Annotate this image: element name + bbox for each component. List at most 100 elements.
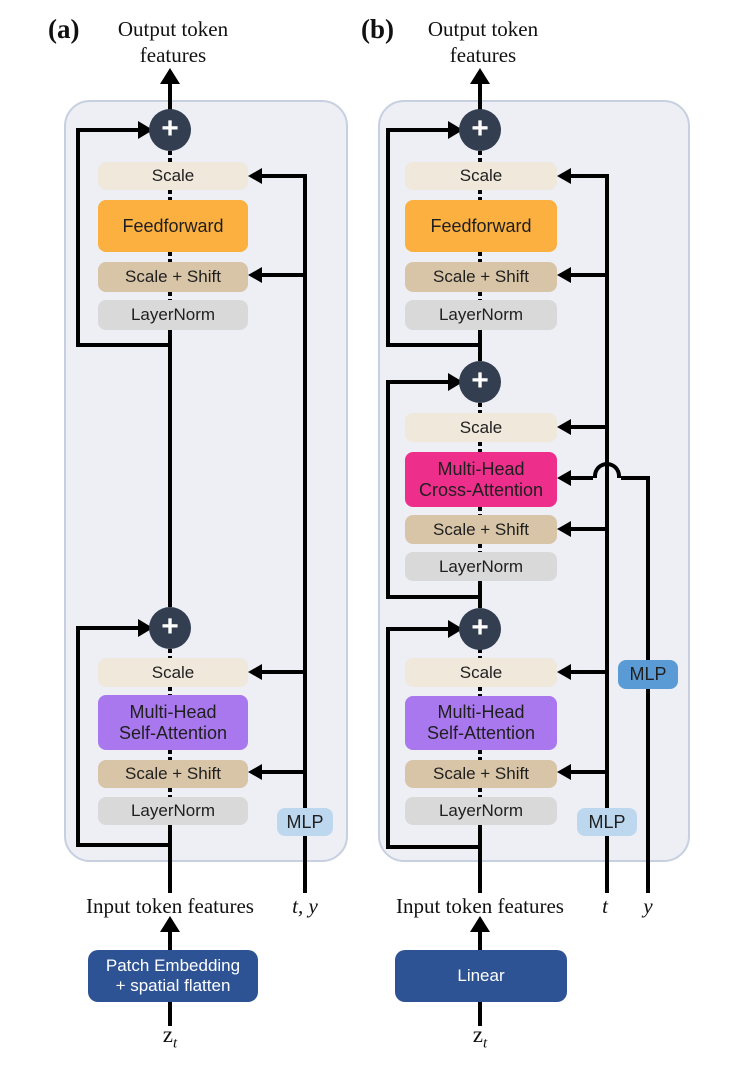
scale-shift-box: Scale + Shift [98, 262, 248, 292]
self-attention-box: Multi-Head Self-Attention [98, 695, 248, 750]
line-residual-mid-b-elbow [386, 595, 482, 599]
panel-b-input-label: Input token features [396, 894, 564, 918]
line-cond-a-branch3 [260, 770, 305, 774]
line-residual-bottom-b-elbow [386, 845, 482, 849]
linear-box: Linear [395, 950, 567, 1002]
line-residual-bottom-a [76, 626, 80, 847]
z-sub: t [483, 1035, 488, 1052]
scale-shift-box: Scale + Shift [405, 515, 557, 544]
layernorm-box: LayerNorm [405, 797, 557, 825]
panel-a-zt-label: zt [130, 1022, 210, 1057]
cond-arrow-icon [557, 168, 571, 184]
self-attn-line1: Multi-Head [129, 701, 217, 722]
connector-dashed [168, 750, 172, 760]
cross-attention-box: Multi-Head Cross-Attention [405, 452, 557, 507]
scale-shift-box: Scale + Shift [405, 760, 557, 788]
line-input-a [168, 931, 172, 950]
connector-dashed [478, 190, 482, 200]
panel-b-y-label: y [643, 894, 653, 918]
connector-dashed [168, 292, 172, 300]
line-input-b [478, 931, 482, 950]
line-output-b [478, 83, 482, 110]
line-t-branch-b [571, 527, 607, 531]
cond-arrow-icon [557, 764, 571, 780]
output-label-line2: features [139, 43, 207, 67]
line-residual-bottom-b [386, 627, 390, 849]
panel-a-cond-label: t, y [292, 894, 318, 918]
connector-dashed [478, 292, 482, 300]
layernorm-box: LayerNorm [405, 300, 557, 330]
scale-box: Scale [98, 658, 248, 687]
line-output-a [168, 83, 172, 110]
connector-dashed [478, 788, 482, 797]
output-arrow-icon [160, 68, 180, 84]
line-residual-mid-b [386, 380, 390, 599]
layernorm-box: LayerNorm [405, 552, 557, 581]
cross-attn-line2: Cross-Attention [418, 479, 544, 500]
panel-b-output-label: Output token features [393, 16, 573, 68]
patch-embedding-box: Patch Embedding + spatial flatten [88, 950, 258, 1002]
line-residual-top-b [386, 128, 390, 347]
connector-dashed [168, 687, 172, 696]
cond-arrow-icon [248, 764, 262, 780]
line-t-branch-b [571, 425, 607, 429]
line-main-b-gap2 [478, 581, 482, 608]
z-base: z [472, 1022, 484, 1047]
output-label-line1: Output token [117, 17, 229, 41]
line-cond-a-branch2 [260, 670, 305, 674]
scale-box: Scale [405, 658, 557, 687]
cond-arrow-icon [557, 267, 571, 283]
cond-arrow-icon [248, 664, 262, 680]
scale-box: Scale [405, 162, 557, 190]
connector-dashed [168, 190, 172, 200]
connector-dashed [478, 687, 482, 696]
line-main-a-bottom [168, 825, 172, 893]
feedforward-box: Feedforward [405, 200, 557, 252]
line-cond-a-elbow [260, 174, 307, 178]
cond-arrow-icon [557, 664, 571, 680]
self-attn-line2: Self-Attention [426, 723, 536, 743]
input-arrow-icon [470, 916, 490, 932]
line-conditioning-a [303, 174, 307, 893]
connector-dashed [168, 151, 172, 162]
connector-dashed [168, 649, 172, 658]
connector-dashed [478, 151, 482, 162]
line-residual-top-b-h [388, 128, 454, 132]
line-t-elbow-b [571, 174, 609, 178]
line-residual-top-a [76, 128, 80, 347]
line-residual-bottom-a-elbow [76, 843, 172, 847]
cross-attn-line1: Multi-Head [437, 458, 525, 479]
line-y-elbow-b [621, 476, 650, 480]
patch-embed-line2: + spatial flatten [115, 976, 231, 995]
layernorm-box: LayerNorm [98, 797, 248, 825]
self-attn-line2: Self-Attention [118, 722, 228, 743]
line-residual-top-b-elbow [386, 343, 482, 347]
mlp-box: MLP [277, 808, 333, 836]
panel-a-input-label: Input token features [86, 894, 254, 918]
add-node: + [459, 608, 501, 650]
line-y-into-crossattn [571, 476, 593, 480]
add-node: + [459, 109, 501, 151]
output-arrow-icon [470, 68, 490, 84]
line-residual-top-a-h [78, 128, 144, 132]
add-node: + [459, 361, 501, 403]
z-base: z [162, 1022, 174, 1047]
output-label-line2: features [449, 43, 517, 67]
connector-dashed [478, 750, 482, 760]
cond-arrow-icon [557, 419, 571, 435]
patch-embed-line1: Patch Embedding [105, 956, 241, 976]
add-node: + [149, 607, 191, 649]
line-residual-top-a-elbow [76, 343, 172, 347]
line-residual-bottom-a-h [78, 626, 144, 630]
cond-arrow-icon [248, 168, 262, 184]
scale-box: Scale [405, 413, 557, 442]
line-zt-b [478, 1002, 482, 1026]
connector-dashed [478, 649, 482, 658]
line-main-b-bottom [478, 825, 482, 893]
line-main-b-gap1 [478, 330, 482, 361]
connector-dashed [168, 788, 172, 797]
connector-dashed [168, 252, 172, 262]
line-t-branch-b [571, 770, 607, 774]
input-arrow-icon [160, 916, 180, 932]
